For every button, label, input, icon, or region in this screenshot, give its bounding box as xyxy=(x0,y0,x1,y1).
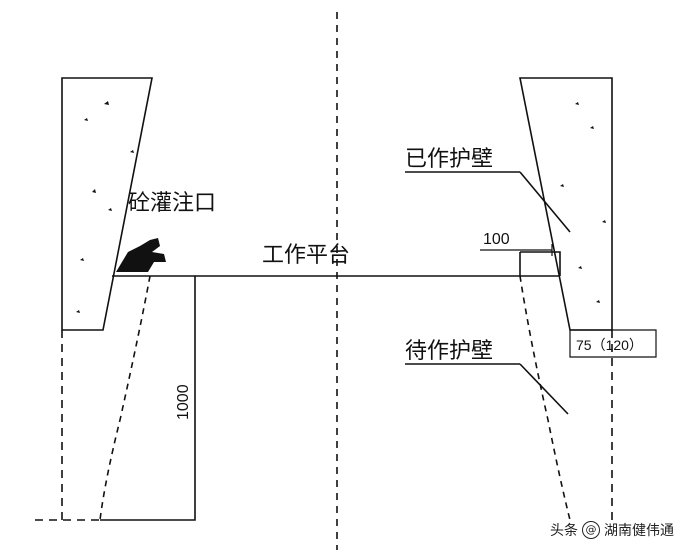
dim-75-label: 75（120） xyxy=(576,337,643,353)
pour-inlet-mark xyxy=(116,238,166,272)
work-platform xyxy=(100,275,196,521)
dim-100-label: 100 xyxy=(483,231,510,248)
watermark-account: 湖南健伟通 xyxy=(604,523,674,539)
watermark-at-icon: @ xyxy=(582,521,600,539)
watermark: 头条 @ 湖南健伟通 xyxy=(550,520,674,540)
right-built-wall xyxy=(519,77,613,331)
left-built-wall xyxy=(61,77,153,331)
watermark-prefix: 头条 xyxy=(550,523,578,539)
dim-1000-label: 1000 xyxy=(175,384,192,420)
pending-wall-label: 待作护壁 xyxy=(405,339,493,364)
work-platform-label: 工作平台 xyxy=(262,243,350,268)
built-wall-label: 已作护壁 xyxy=(405,147,493,172)
pour-inlet-label: 砼灌注口 xyxy=(128,191,216,216)
